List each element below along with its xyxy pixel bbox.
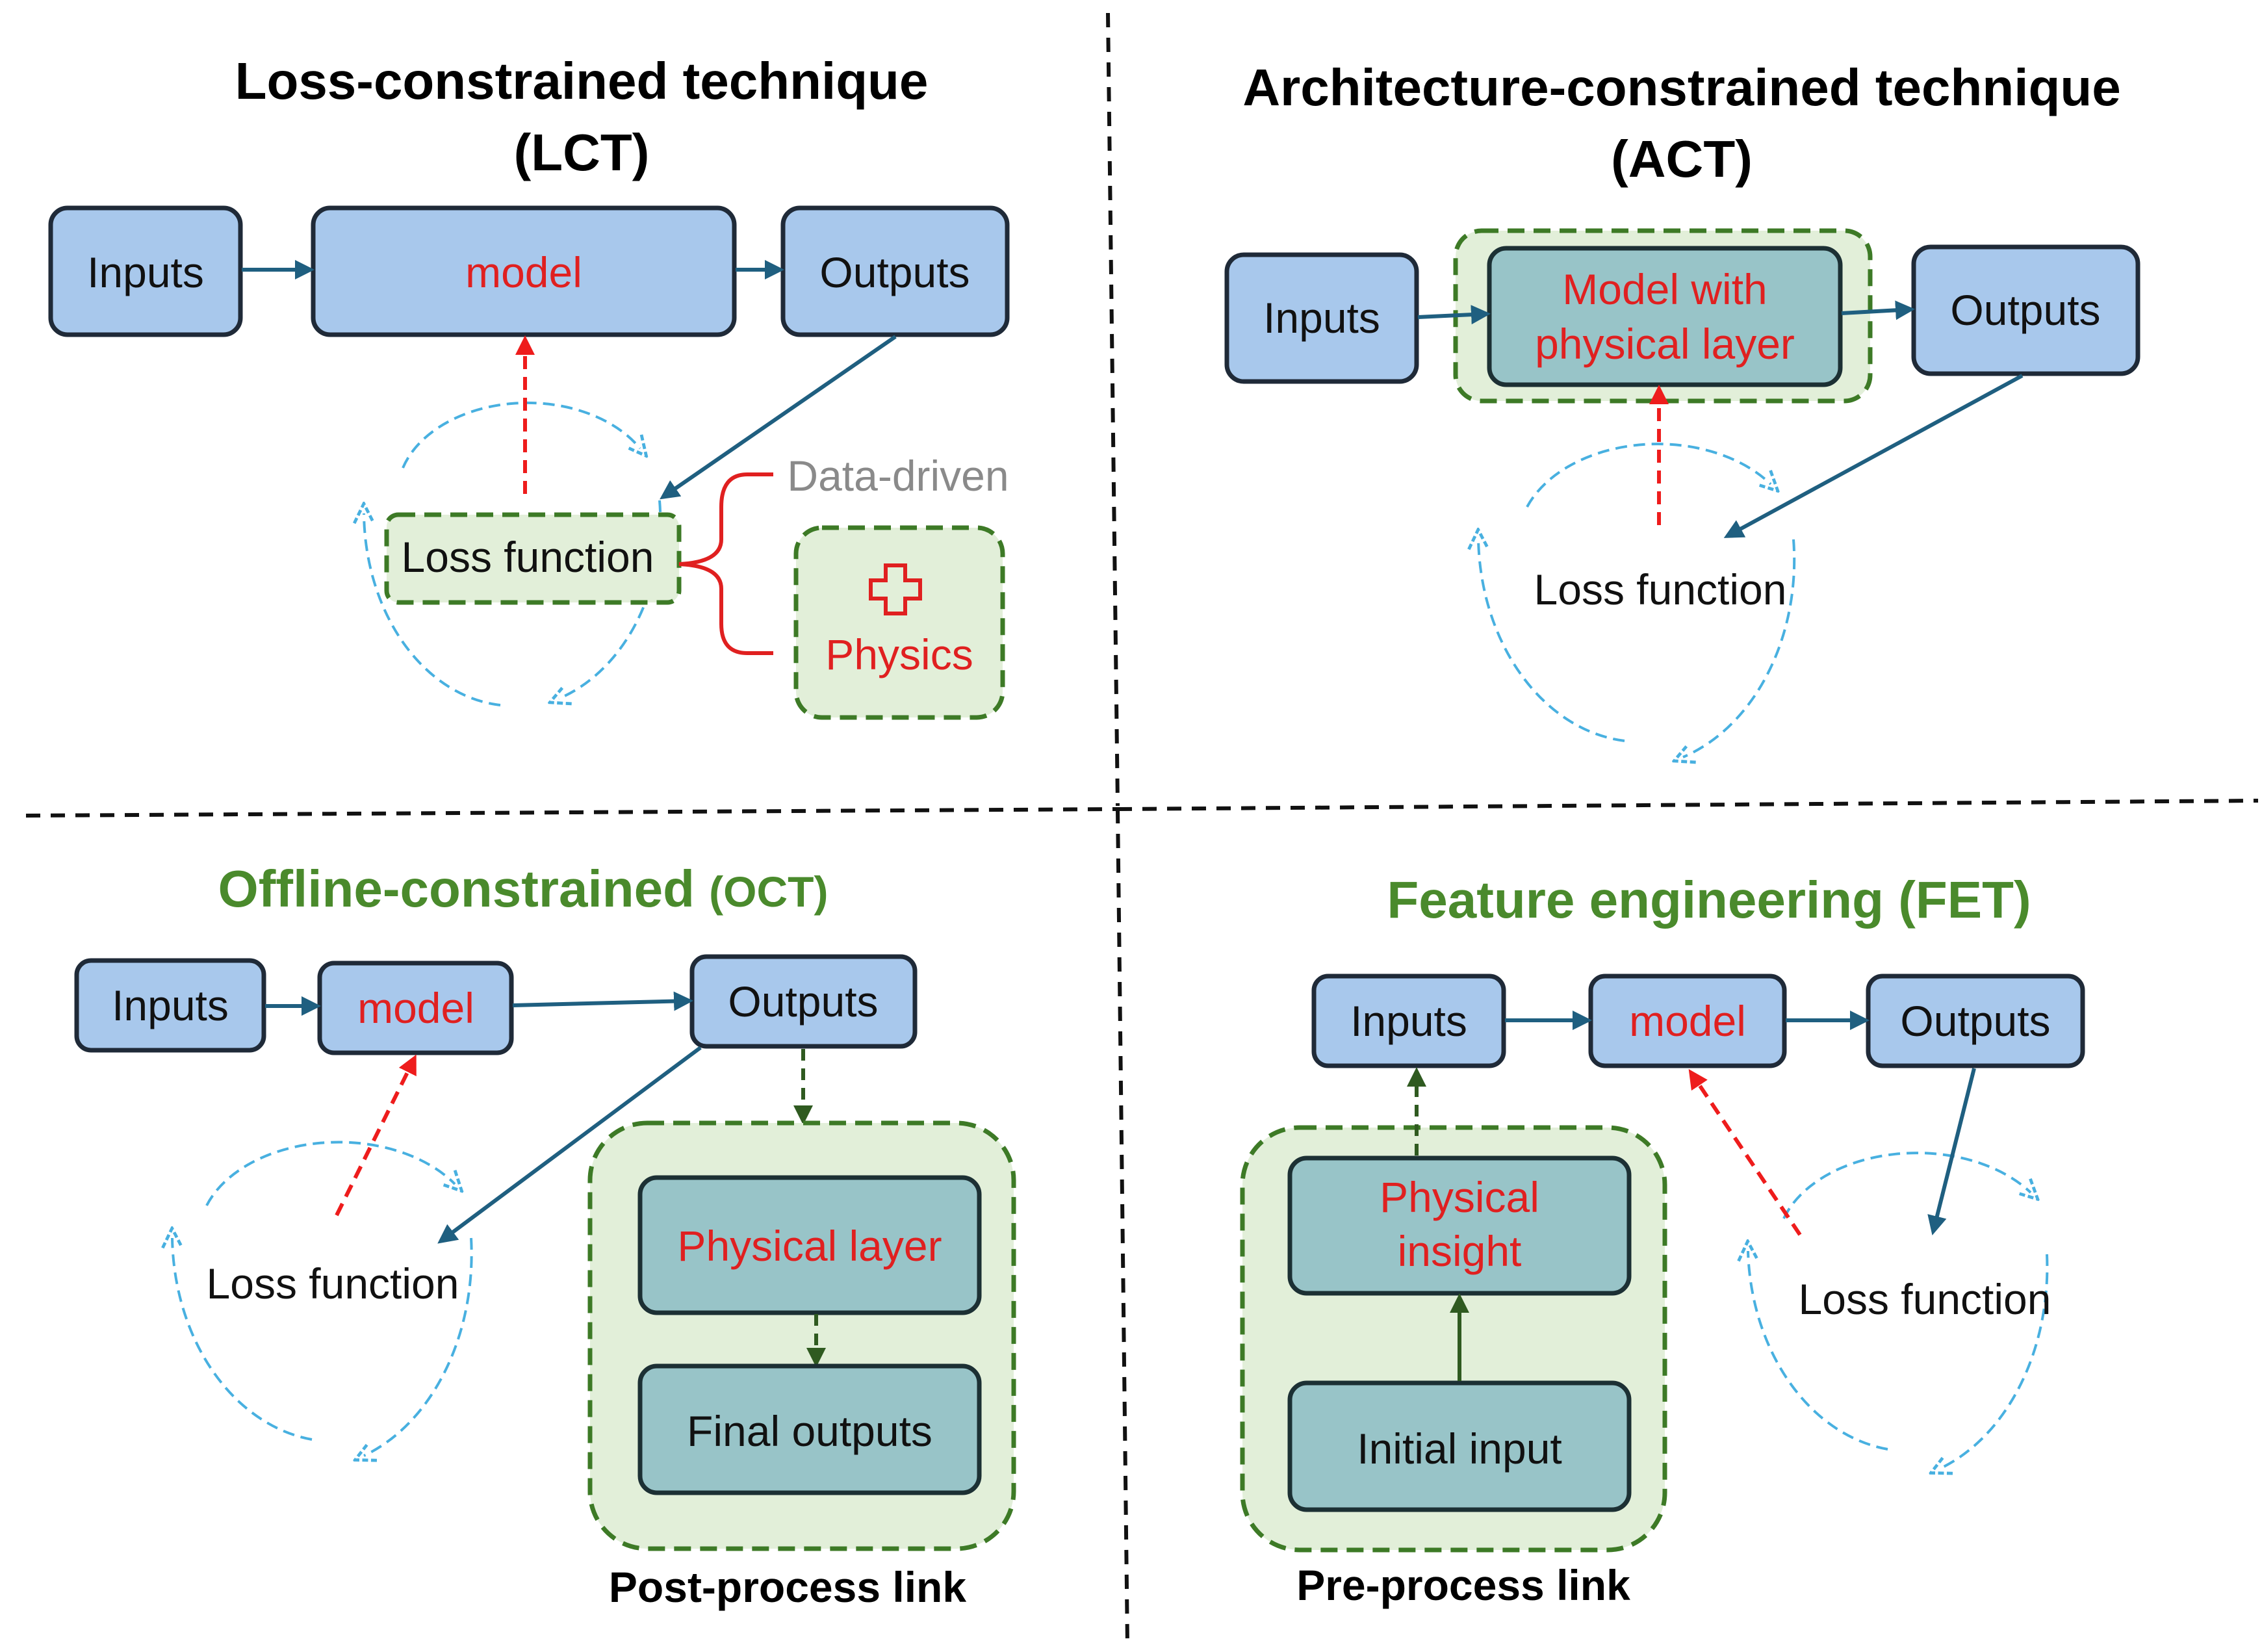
act-model-label-line1: Model with (1562, 265, 1767, 313)
act-arrow-inputs-model (1417, 305, 1491, 325)
lct-inputs-label: Inputs (87, 248, 204, 296)
lct-panel: Loss-constrained technique (LCT) Inputs … (48, 52, 1010, 720)
lct-cycle-arc-left (364, 513, 501, 706)
lct-physics-label: Physics (825, 630, 973, 678)
divider-horizontal-right (1117, 799, 2259, 811)
lct-outputs-label: Outputs (819, 248, 970, 296)
fet-inputs-label: Inputs (1350, 997, 1467, 1045)
oct-title-abbr: (OCT) (709, 868, 828, 916)
lct-data-driven-label: Data-driven (787, 452, 1009, 500)
oct-title-main: Offline-constrained (218, 860, 710, 918)
lct-loss-label: Loss function (402, 533, 654, 581)
oct-inputs-label: Inputs (112, 981, 229, 1029)
oct-final-outputs-label: Final outputs (687, 1407, 932, 1455)
divider-horizontal-left (25, 807, 1118, 818)
fet-cycle-arc-left (1748, 1251, 1888, 1451)
fet-outputs-label: Outputs (1900, 997, 2050, 1045)
lct-title-line1: Loss-constrained technique (235, 52, 929, 110)
oct-loss-label: Loss function (207, 1259, 459, 1308)
oct-panel: Offline-constrained (OCT) Inputs model O… (74, 860, 1016, 1611)
fet-panel: Feature engineering (FET) Inputs model O… (1240, 871, 2085, 1609)
act-arrow-outputs-loss (1723, 374, 2024, 538)
fet-loss-label: Loss function (1799, 1275, 2051, 1323)
lct-brace (678, 472, 773, 655)
lct-model-label: model (465, 248, 582, 296)
oct-outputs-label: Outputs (728, 977, 878, 1026)
act-cycle-arc-left (1478, 539, 1625, 742)
fet-initial-input-label: Initial input (1357, 1425, 1562, 1473)
oct-inputs-box (74, 958, 266, 1053)
oct-arrow-model-outputs (512, 991, 693, 1011)
fet-title: Feature engineering (FET) (1387, 871, 2031, 929)
lct-cycle-arc-right (559, 500, 662, 699)
oct-cycle-arc-right (364, 1237, 473, 1456)
oct-arrow-loss-model (335, 1054, 417, 1217)
lct-cycle-arc-top (402, 401, 640, 469)
oct-model-label: model (357, 984, 474, 1032)
fet-cycle-arc-top (1782, 1152, 2031, 1219)
oct-arrow-outputs-loss (437, 1046, 702, 1244)
act-title-line1: Architecture-constrained technique (1242, 58, 2120, 116)
fet-caption: Pre-process link (1296, 1561, 1630, 1609)
fet-arrow-outputs-loss (1927, 1068, 1976, 1235)
oct-final-outputs-box (637, 1363, 982, 1495)
lct-title-line2: (LCT) (514, 123, 650, 181)
fet-cycle-arc-right (1940, 1254, 2049, 1469)
act-panel: Architecture-constrained technique (ACT)… (1224, 58, 2140, 757)
act-cycle-arc-top (1526, 443, 1771, 508)
lct-inputs-box (48, 205, 243, 337)
oct-physical-layer-label: Physical layer (677, 1222, 942, 1270)
fet-physical-insight-label-line1: Physical (1380, 1173, 1539, 1221)
act-title-line2: (ACT) (1611, 130, 1753, 188)
act-cycle-arc-right (1683, 539, 1796, 757)
fet-physical-insight-label-line2: insight (1398, 1227, 1522, 1275)
act-inputs-box (1224, 252, 1419, 384)
oct-title: Offline-constrained (OCT) (218, 860, 829, 918)
lct-arrow-outputs-loss (660, 335, 897, 500)
fet-arrow-loss-model (1688, 1069, 1802, 1236)
oct-physical-layer-box (637, 1175, 982, 1315)
divider-vertical-top (1106, 12, 1120, 807)
act-arrow-model-outputs (1841, 300, 1915, 320)
fet-initial-input-box (1287, 1380, 1632, 1512)
fet-model-label: model (1629, 997, 1746, 1045)
act-inputs-label: Inputs (1263, 294, 1380, 342)
act-model-label-line2: physical layer (1535, 320, 1795, 368)
lct-loss-group (384, 512, 682, 605)
divider-vertical-bottom (1116, 808, 1129, 1645)
plus-icon (869, 563, 922, 615)
act-outputs-label: Outputs (1950, 286, 2100, 334)
oct-caption: Post-process link (609, 1563, 966, 1611)
oct-cycle-arc-left (172, 1238, 313, 1441)
lct-physics-group (793, 525, 1005, 720)
oct-cycle-arc-top (205, 1141, 455, 1206)
act-loss-label: Loss function (1534, 565, 1787, 613)
fet-inputs-box (1311, 974, 1506, 1068)
